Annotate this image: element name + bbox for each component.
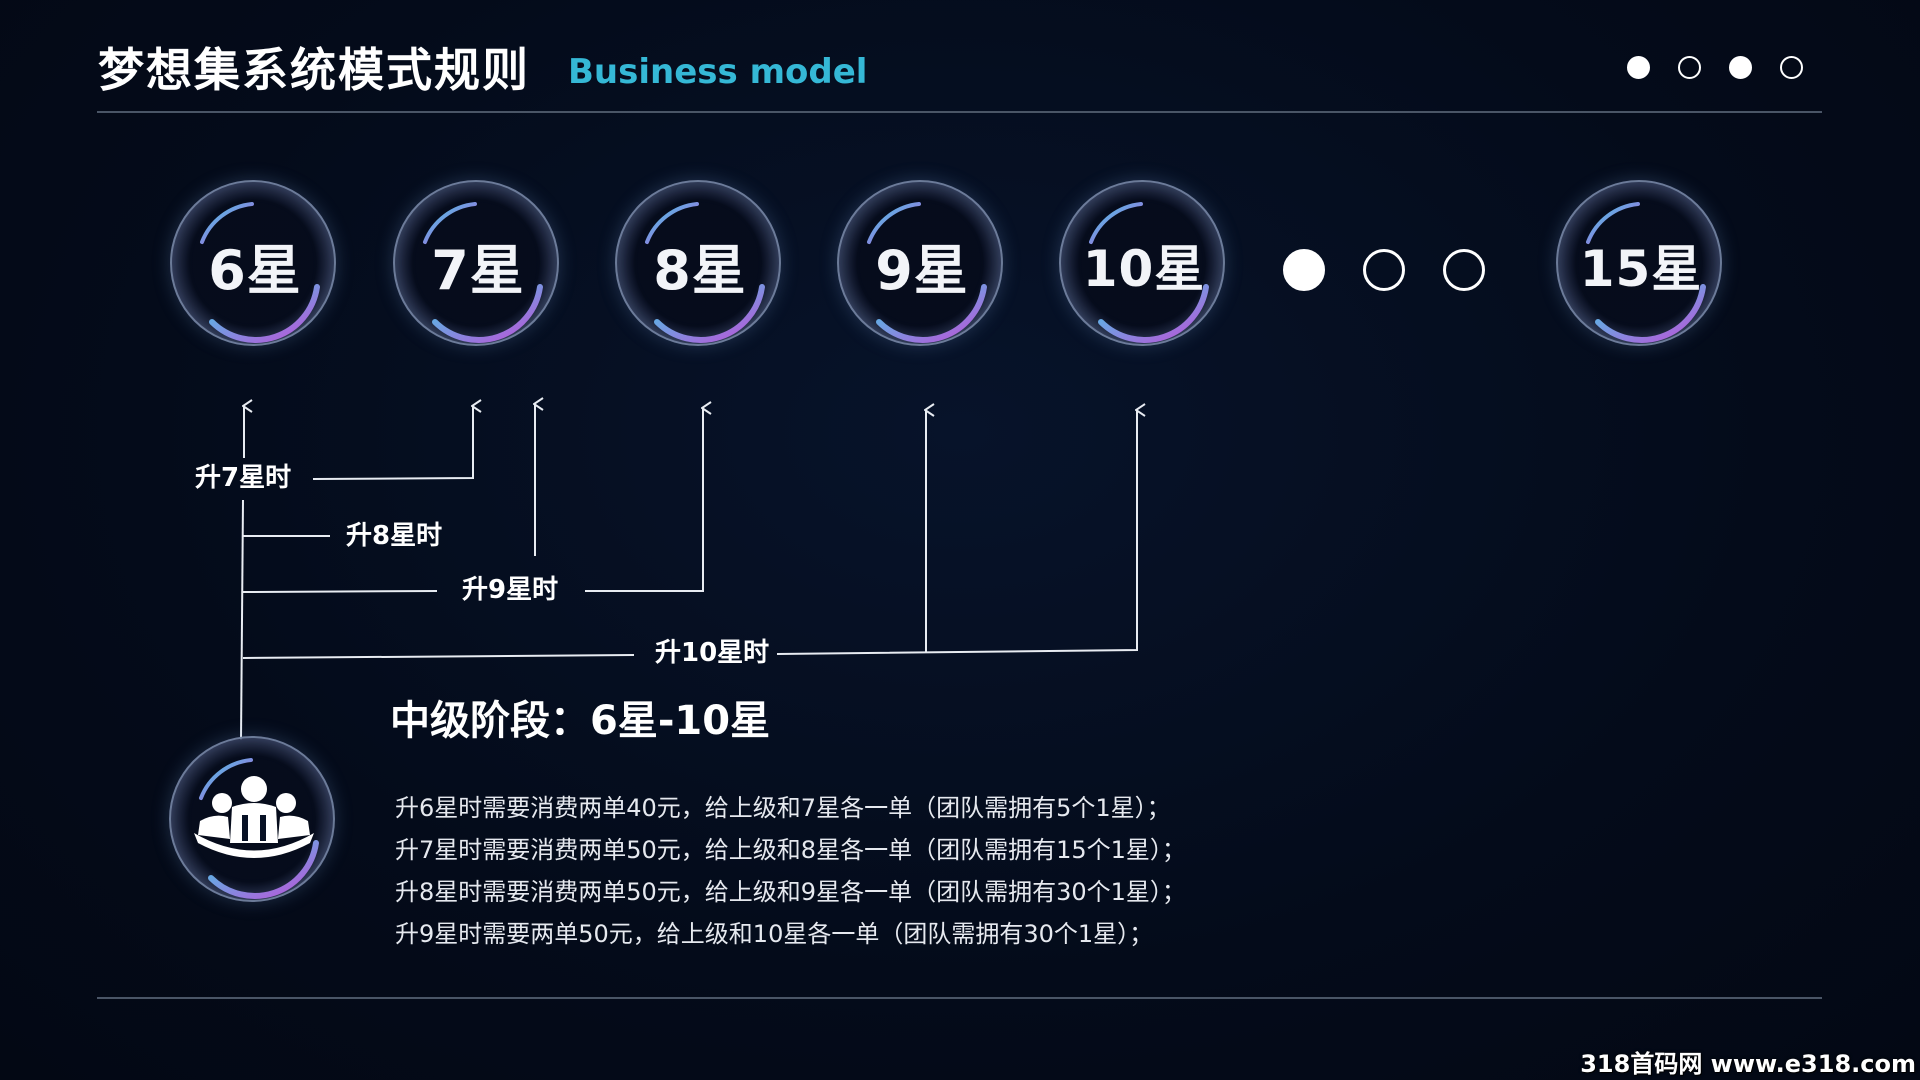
rule-item: 升9星时需要两单50元，给上级和10星各一单（团队需拥有30个1星）； [395, 920, 1154, 948]
flow-label-up10: 升10星时 [655, 638, 770, 668]
ellipsis-dot-3 [1443, 249, 1485, 291]
rule-item: 升6星时需要消费两单40元，给上级和7星各一单（团队需拥有5个1星）； [395, 794, 1171, 822]
bottom-divider [97, 997, 1822, 999]
flow-label-up7: 升7星时 [195, 463, 292, 493]
branch-line-10-left [242, 654, 635, 659]
star-bubble-7: 7星 [393, 180, 559, 346]
star-bubble-15: 15星 [1556, 180, 1722, 346]
bubble-ring-icon [200, 202, 320, 343]
flow-label-up9: 升9星时 [462, 575, 559, 605]
ellipsis-dot-2 [1363, 249, 1405, 291]
arrow-to-9 [585, 408, 703, 592]
star-bubble-10: 10星 [1059, 180, 1225, 346]
star-label: 15星 [1579, 240, 1703, 298]
branch-line-9-left [242, 590, 438, 593]
bubble-ring-icon [1586, 202, 1706, 343]
team-icon [194, 776, 314, 858]
pager-dot-3[interactable] [1729, 56, 1752, 79]
stage-heading: 中级阶段：6星-10星 [390, 698, 771, 744]
upgrade-rules-list: 升6星时需要消费两单40元，给上级和7星各一单（团队需拥有5个1星）； 升7星时… [395, 787, 1186, 955]
top-divider [97, 111, 1822, 113]
slide-pager [1627, 56, 1817, 84]
star-bubble-6: 6星 [170, 180, 336, 346]
bubble-ring-icon [423, 202, 543, 343]
rule-item: 升7星时需要消费两单50元，给上级和8星各一单（团队需拥有15个1星）； [395, 836, 1186, 864]
page-title: 梦想集系统模式规则 [98, 43, 530, 97]
star-label: 8星 [653, 238, 747, 302]
bubble-ring-icon [1089, 202, 1209, 343]
star-label: 7星 [431, 238, 525, 302]
ellipsis-dot-1 [1283, 249, 1325, 291]
star-bubble-8: 8星 [615, 180, 781, 346]
arrow-to-7 [312, 406, 473, 480]
team-bubble [169, 736, 335, 902]
star-label: 10星 [1082, 240, 1206, 298]
page-subtitle: Business model [568, 52, 868, 92]
rule-item: 升8星时需要消费两单50元，给上级和9星各一单（团队需拥有30个1星）； [395, 878, 1186, 906]
pager-dot-2[interactable] [1678, 56, 1701, 79]
star-bubble-9: 9星 [837, 180, 1003, 346]
bubble-ring-icon [867, 202, 987, 343]
watermark: 318首码网 www.e318.com [1580, 1050, 1916, 1078]
pager-dot-1[interactable] [1627, 56, 1650, 79]
star-label: 9星 [875, 238, 969, 302]
bubble-ring-icon [645, 202, 765, 343]
pager-dot-4[interactable] [1780, 56, 1803, 79]
bubble-ring-icon [199, 758, 319, 899]
arrow-to-10 [776, 410, 1137, 655]
flow-label-up8: 升8星时 [346, 521, 443, 551]
star-label: 6星 [208, 238, 302, 302]
flow-trunk-line [240, 499, 244, 741]
